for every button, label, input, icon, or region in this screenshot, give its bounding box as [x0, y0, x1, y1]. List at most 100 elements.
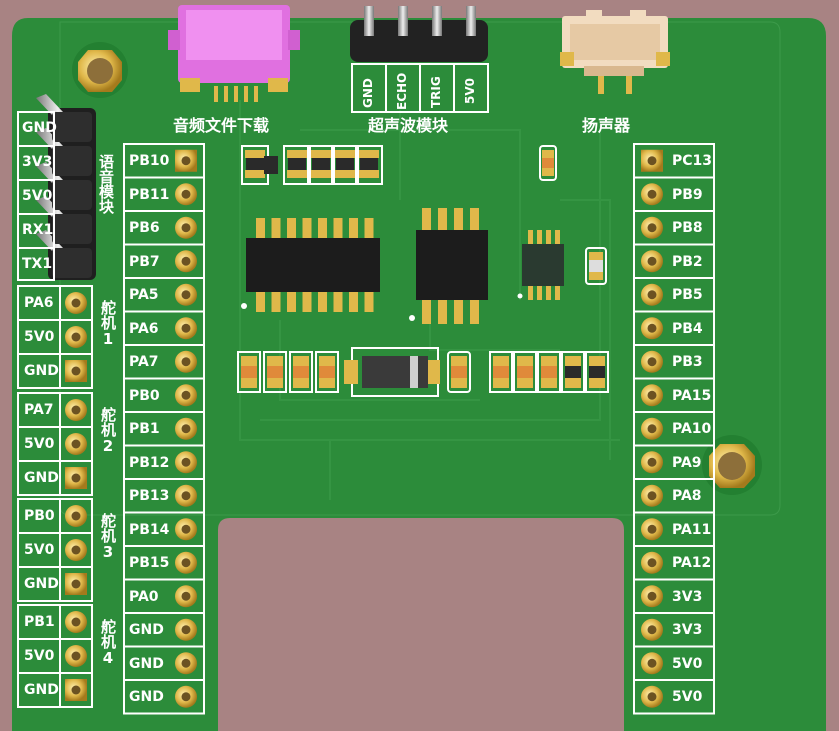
- servo-1-title: 舵机1: [99, 300, 117, 348]
- left-pin-header: [123, 143, 205, 715]
- voice-pin-5v0: 5V0: [22, 188, 53, 204]
- ultrasonic-pin-gnd: GND: [361, 78, 375, 108]
- left-header-pin-label: PB0: [129, 387, 160, 404]
- ultrasonic-pin-5v0: 5V0: [463, 78, 477, 104]
- servo-4-pin-label: PB1: [24, 614, 55, 630]
- right-header-pin-label: PA10: [672, 421, 712, 437]
- servo-3-pin-label: PB0: [24, 508, 55, 524]
- voice-module-title: 语音模块: [97, 154, 115, 214]
- capacitor-mid: [447, 351, 471, 393]
- right-header-pin-label: 5V0: [672, 655, 703, 672]
- left-header-pin-label: PB1: [129, 421, 160, 437]
- ultrasonic-title: 超声波模块: [368, 116, 449, 135]
- right-header-pin-label: PB9: [672, 186, 703, 203]
- left-header-pin-label: PB11: [129, 186, 170, 203]
- mounting-hole-top-left: [72, 42, 128, 98]
- servo-1-pin-label: GND: [24, 363, 59, 379]
- servo-headers: [17, 285, 93, 708]
- servo-2-block: [17, 392, 93, 496]
- right-pin-header: [633, 143, 715, 715]
- right-header-pin-label: PA12: [672, 555, 712, 571]
- right-header-pin-label: PB8: [672, 220, 703, 236]
- left-header-pin-label: GND: [129, 689, 164, 705]
- servo-3-pin-label: 5V0: [24, 542, 55, 558]
- micro-usb-connector: [168, 5, 300, 102]
- voice-pin-gnd: GND: [22, 120, 57, 136]
- smd-component-bottom: [237, 351, 261, 393]
- smd-diode: [344, 347, 440, 397]
- resistor-row-top: [241, 145, 557, 185]
- smd-transistor: [264, 156, 278, 174]
- servo-1-pin-label: PA6: [24, 295, 54, 311]
- right-header-pin-label: 3V3: [672, 622, 703, 638]
- right-header-pin-label: PA8: [672, 488, 702, 504]
- left-header-pin-label: PA0: [129, 588, 159, 605]
- left-header-pin-label: PA5: [129, 287, 159, 303]
- voice-module-silk: [17, 111, 55, 281]
- right-header-pin-label: PB5: [672, 287, 703, 303]
- speaker-connector: [560, 10, 670, 94]
- left-header-pin-label: PA7: [129, 354, 159, 370]
- servo-4-pin-label: GND: [24, 682, 59, 698]
- right-header-pin-label: PA15: [672, 387, 712, 404]
- ultrasonic-pin-trig: TRIG: [429, 76, 443, 108]
- smd-component-bottom: [585, 351, 609, 393]
- soic16-chip: [241, 218, 380, 312]
- ultrasonic-pin-echo: ECHO: [395, 72, 409, 110]
- speaker-title: 扬声器: [582, 116, 631, 135]
- small-ic: [517, 230, 564, 300]
- left-header-pin-label: PB13: [129, 488, 170, 504]
- smd-component-bottom: [315, 351, 339, 393]
- servo-4-pin-label: 5V0: [24, 648, 55, 664]
- left-header-pin-label: PA6: [129, 320, 159, 337]
- left-header-pin-label: PB15: [129, 555, 170, 571]
- audio-download-title: 音频文件下载: [173, 116, 270, 135]
- left-header-pin-label: PB7: [129, 253, 160, 270]
- voice-module-header: [36, 94, 96, 280]
- smd-resistor-top: [283, 145, 311, 185]
- smd-component-bottom: [513, 351, 537, 393]
- smd-component-bottom: [289, 351, 313, 393]
- voice-pin-3v3: 3V3: [22, 154, 53, 170]
- smd-component-bottom: [489, 351, 513, 393]
- right-header-pin-label: PB4: [672, 320, 703, 337]
- smd-resistor-top: [331, 145, 359, 185]
- right-header-pin-label: PC13: [672, 153, 713, 169]
- left-header-pin-label: GND: [129, 655, 164, 672]
- servo-3-block: [17, 498, 93, 602]
- right-header-pin-label: PB3: [672, 354, 703, 370]
- servo-4-title: 舵机4: [99, 619, 117, 667]
- smd-component-bottom: [263, 351, 287, 393]
- smd-component-bottom: [561, 351, 585, 393]
- servo-2-pin-label: PA7: [24, 402, 54, 418]
- soic8-chip: [409, 208, 488, 324]
- servo-2-title: 舵机2: [99, 407, 117, 455]
- servo-3-pin-label: GND: [24, 576, 59, 592]
- left-header-pin-label: PB10: [129, 153, 170, 169]
- mounting-hole-right: [702, 435, 762, 495]
- servo-2-pin-label: 5V0: [24, 436, 55, 452]
- voice-pin-tx1: TX1: [22, 256, 53, 272]
- left-header-pin-label: PB6: [129, 220, 160, 236]
- capacitor-small-right: [585, 247, 607, 285]
- left-header-pin-label: GND: [129, 622, 164, 638]
- voice-pin-rx1: RX1: [22, 222, 54, 238]
- servo-1-pin-label: 5V0: [24, 329, 55, 345]
- smd-resistor-top: [307, 145, 335, 185]
- pcb-traces: [239, 100, 620, 500]
- right-header-pin-label: 3V3: [672, 588, 703, 605]
- right-header-pin-label: 5V0: [672, 689, 703, 705]
- smd-resistor-top: [355, 145, 383, 185]
- resistor-row-bottom: [237, 351, 609, 393]
- left-header-pin-label: PB14: [129, 521, 170, 538]
- servo-3-title: 舵机3: [99, 513, 117, 561]
- servo-4-block: [17, 604, 93, 708]
- left-header-pin-label: PB12: [129, 454, 170, 471]
- right-header-pin-label: PA11: [672, 521, 712, 538]
- ultrasonic-header: [350, 6, 489, 113]
- servo-2-pin-label: GND: [24, 470, 59, 486]
- servo-1-block: [17, 285, 93, 389]
- smd-component-bottom: [537, 351, 561, 393]
